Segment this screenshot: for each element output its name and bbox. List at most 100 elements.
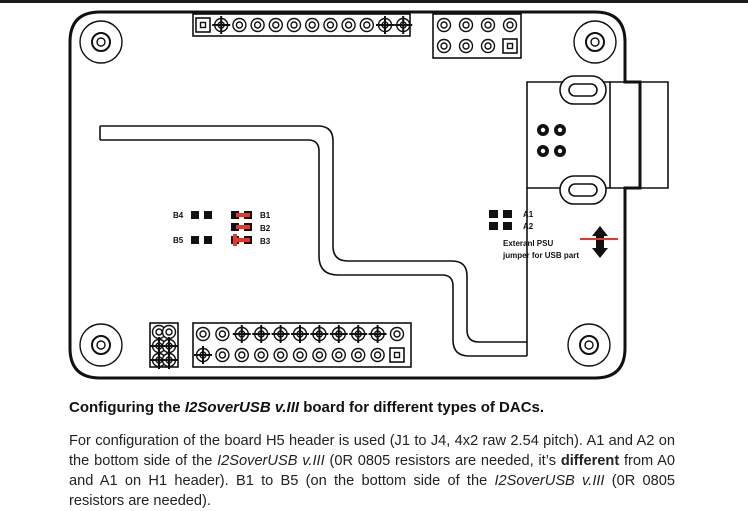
header-pin: [215, 347, 230, 363]
header-pin-hole: [315, 351, 324, 359]
header-pin: [195, 326, 211, 342]
header-pin: [502, 17, 518, 33]
mounting-hole-top-left: [79, 20, 123, 64]
header-pin-hole: [393, 330, 401, 338]
header-pin: [341, 17, 356, 33]
header-pin-hole: [165, 328, 173, 336]
header-pin-hole: [296, 351, 304, 359]
a-pads: [489, 210, 512, 230]
header-pin-hole: [484, 21, 492, 29]
board-diagram: B4 B5 B1 B2 B3 A1 A2 Exteranl PSU jumper…: [68, 10, 669, 380]
header-pin: [250, 17, 265, 33]
header-pin: [331, 347, 346, 363]
header-pin-hole: [257, 351, 265, 359]
heading-product: I2SoverUSB v.III: [184, 399, 300, 416]
header-pin: [161, 324, 177, 340]
para-product2: I2SoverUSB v.III: [494, 473, 605, 489]
header-pin-square-hole: [199, 21, 207, 29]
header-pin-hole: [462, 42, 470, 50]
header-frame: [432, 13, 522, 59]
header-pin-hole: [440, 42, 448, 50]
header-pin: [232, 17, 247, 33]
header-pin-hole: [462, 21, 470, 29]
usb-pads: [537, 75, 607, 205]
header-pin-square: [195, 17, 211, 33]
para-part1: For configuration of the board H5 header…: [69, 433, 675, 469]
mounting-hole-bottom-left: [79, 323, 123, 367]
label-b3: B3: [260, 237, 271, 246]
label-psu-line1: Exteranl PSU: [503, 239, 553, 248]
h1-header: [432, 13, 522, 59]
header-pin-hole: [238, 351, 246, 359]
header-pin: [234, 347, 250, 363]
board-outline: [68, 10, 642, 380]
header-pin: [254, 347, 269, 363]
header-pin-hole: [344, 21, 353, 29]
header-pin-square: [389, 347, 405, 363]
para-part3: from A0 and A1 on H1 header). B1 to B5 (…: [69, 453, 676, 489]
label-b1: B1: [260, 211, 271, 220]
header-pin-hole: [199, 330, 207, 338]
header-pin-hole: [440, 21, 448, 29]
header-pin-hole: [218, 330, 227, 338]
label-a1: A1: [523, 210, 534, 219]
usb-connector-shell: [610, 81, 669, 189]
header-pin-square: [502, 38, 518, 54]
heading-post: board for different types of DACs.: [299, 399, 545, 416]
label-b4: B4: [173, 211, 184, 220]
header-pin-hole: [335, 351, 343, 359]
mounting-hole-top-right: [573, 20, 617, 64]
header-pin-hole: [253, 21, 262, 29]
isolation-track: [100, 125, 527, 343]
header-pin: [359, 17, 374, 33]
header-frame: [192, 322, 412, 368]
header-pin: [458, 38, 474, 54]
header-pin-square-hole: [506, 42, 514, 50]
heading-pre: Configuring the: [69, 399, 185, 416]
label-b5: B5: [173, 236, 184, 245]
header-pin: [370, 347, 385, 363]
small-header: [149, 322, 179, 369]
para-product1: I2SoverUSB v.III: [217, 453, 325, 469]
bottom-header: [192, 322, 412, 368]
header-pin: [436, 38, 452, 54]
header-pin-hole: [326, 21, 335, 29]
para-emphasis: different: [560, 453, 620, 469]
header-pin-hole: [484, 42, 492, 50]
para-part4: (0R 0805 resistors are needed).: [69, 473, 675, 509]
header-pin-hole: [354, 351, 362, 359]
header-pin: [480, 38, 496, 54]
top-header: [192, 13, 413, 37]
header-pin-hole: [363, 21, 371, 29]
header-pin-hole: [373, 351, 382, 359]
psu-jumper-arrow: [580, 226, 618, 258]
isolation-track-inner: [100, 139, 527, 357]
header-pin: [323, 17, 338, 33]
header-pin: [273, 347, 288, 363]
header-pin: [292, 347, 308, 363]
header-pin-hole: [506, 21, 514, 29]
header-pin-hole: [308, 21, 316, 29]
header-pin-hole: [290, 21, 298, 29]
header-pin-hole: [272, 21, 280, 29]
header-pin: [480, 17, 496, 33]
header-pin-hole: [235, 21, 244, 29]
top-rule: [0, 0, 748, 3]
header-pin: [305, 17, 320, 33]
header-pin-hole: [276, 351, 285, 359]
header-pin: [458, 17, 474, 33]
label-psu-line2: jumper for USB part: [502, 251, 579, 260]
header-pin-square-hole: [393, 351, 401, 359]
header-pin: [436, 17, 452, 33]
header-pin: [312, 347, 327, 363]
mounting-hole-bottom-right: [567, 323, 611, 367]
label-a2: A2: [523, 222, 534, 231]
section-heading: Configuring the I2SoverUSB v.III board f…: [69, 399, 689, 416]
para-part2: (0R 0805 resistors are needed, it’s: [324, 453, 561, 469]
b-jumpers-right: [231, 211, 252, 246]
header-pin: [389, 326, 405, 342]
configuration-paragraph: For configuration of the board H5 header…: [69, 431, 675, 511]
header-pin-hole: [218, 351, 227, 359]
b-pads-left: [191, 211, 212, 244]
header-pin: [215, 326, 230, 342]
